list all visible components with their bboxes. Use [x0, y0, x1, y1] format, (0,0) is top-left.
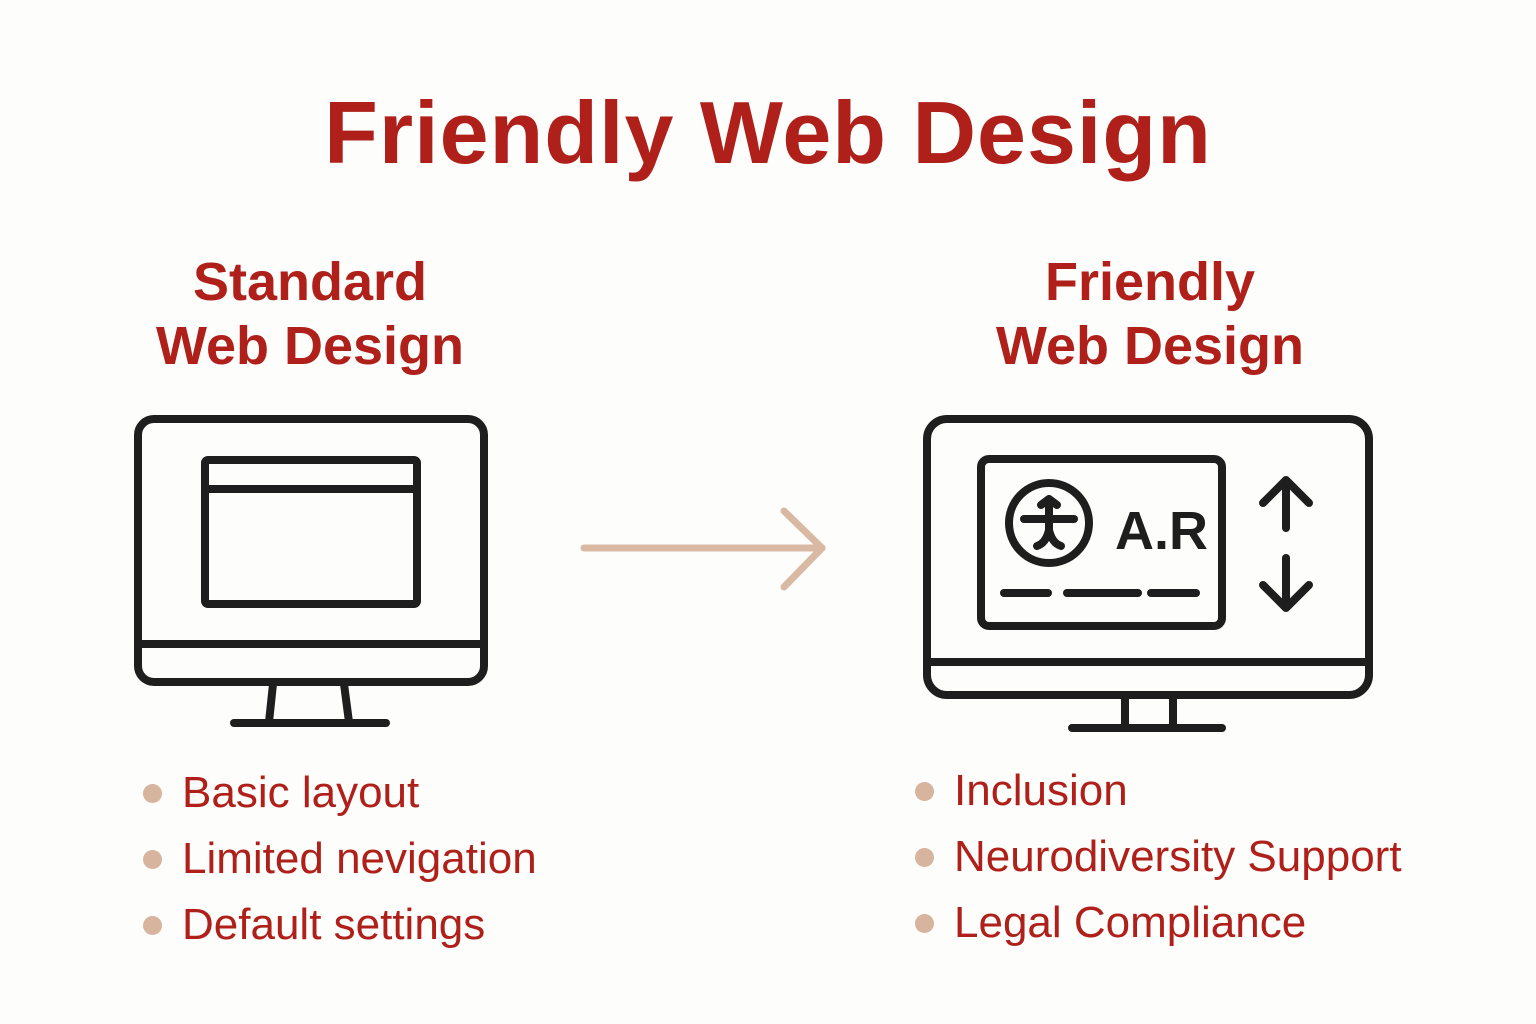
- friendly-heading-line2: Web Design: [995, 316, 1305, 376]
- accessibility-icon: [1005, 479, 1093, 567]
- friendly-heading-line1: Friendly: [1044, 252, 1256, 312]
- friendly-heading: Friendly Web Design: [950, 250, 1350, 378]
- friendly-features-list: Inclusion Neurodiversity Support Legal C…: [915, 758, 1402, 956]
- right-arrow-icon: [580, 507, 826, 591]
- bullet-icon: [143, 783, 162, 803]
- standard-features-list: Basic layout Limited nevigation Default …: [143, 760, 537, 958]
- bullet-icon: [143, 849, 162, 869]
- list-item-label: Default settings: [182, 900, 486, 949]
- list-item: Default settings: [143, 892, 537, 958]
- bullet-icon: [915, 913, 934, 933]
- page-title: Friendly Web Design: [324, 83, 1212, 182]
- list-item: Legal Compliance: [915, 890, 1402, 956]
- standard-heading: Standard Web Design: [110, 250, 510, 378]
- list-item: Basic layout: [143, 760, 537, 826]
- bullet-icon: [915, 847, 934, 867]
- bullet-icon: [915, 781, 934, 801]
- list-item-label: Basic layout: [182, 768, 420, 817]
- standard-heading-line1: Standard: [192, 252, 428, 312]
- list-item-label: Neurodiversity Support: [954, 832, 1402, 881]
- standard-heading-line2: Web Design: [155, 316, 465, 376]
- list-item: Neurodiversity Support: [915, 824, 1402, 890]
- friendly-monitor-icon: [923, 415, 1373, 732]
- scroll-arrows-icon: [1259, 476, 1313, 612]
- font-size-label: A.R: [1115, 501, 1208, 561]
- list-item: Inclusion: [915, 758, 1402, 824]
- list-item-label: Legal Compliance: [954, 898, 1307, 947]
- list-item-label: Limited nevigation: [182, 834, 537, 883]
- bullet-icon: [143, 915, 162, 935]
- standard-monitor-icon: [134, 415, 488, 727]
- list-item: Limited nevigation: [143, 826, 537, 892]
- list-item-label: Inclusion: [954, 766, 1128, 815]
